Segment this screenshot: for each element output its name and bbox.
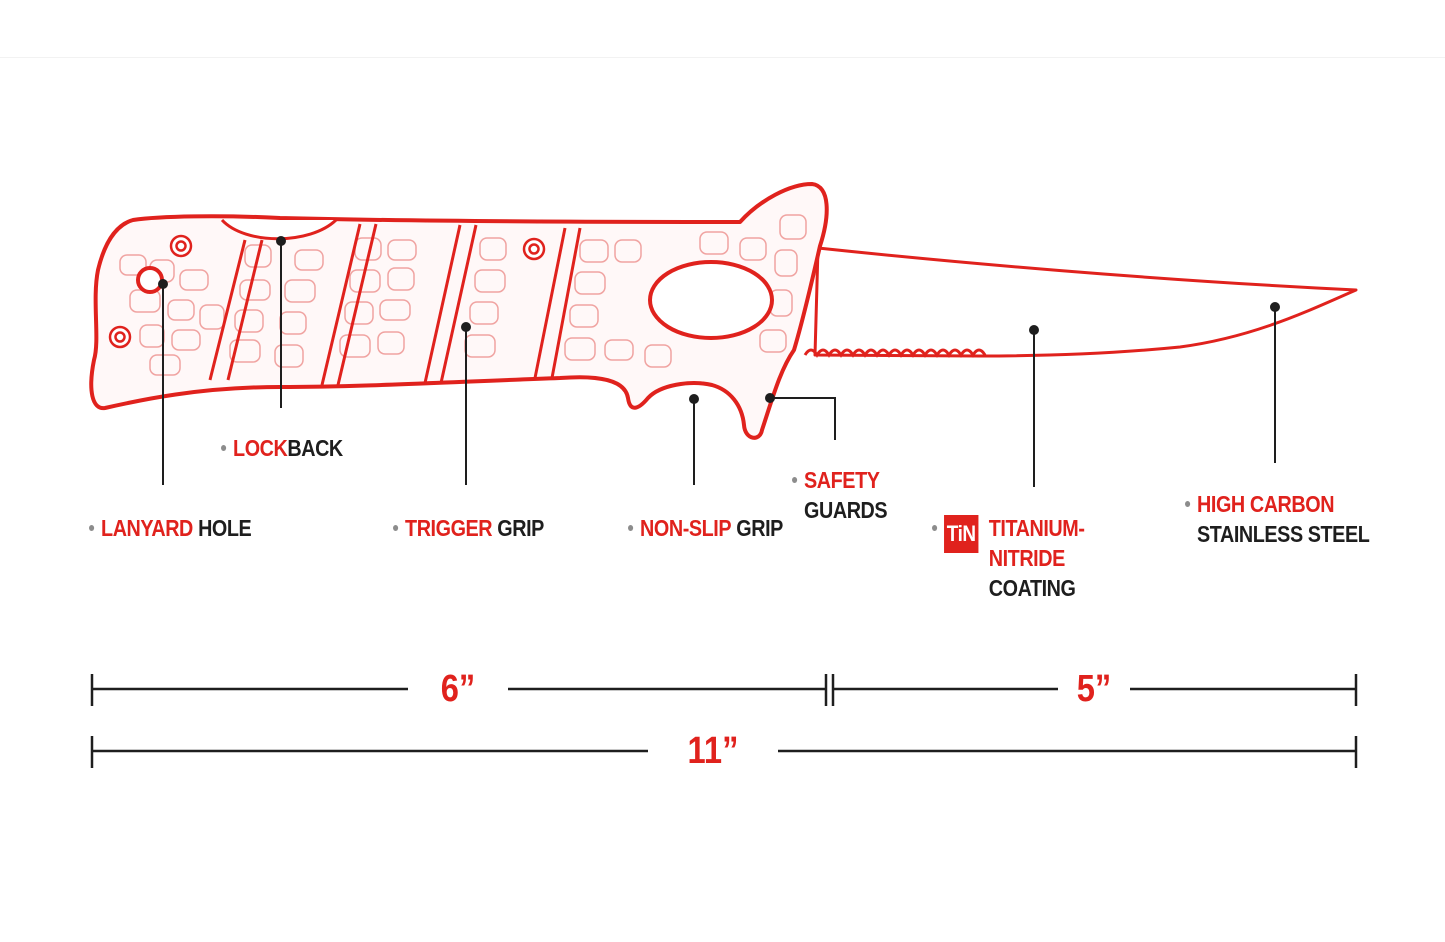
top-divider: [0, 57, 1445, 58]
leader-lines: [158, 236, 1280, 487]
callout-tin-coating: TiN TITANIUM- NITRIDE COATING: [932, 513, 1085, 603]
callout-red-text: SAFETY: [804, 467, 880, 493]
screw-icons: [108, 234, 546, 349]
callout-lockback: LOCK BACK: [221, 433, 343, 463]
bullet-icon: [792, 477, 798, 483]
callout-red-text: LOCK: [233, 435, 288, 461]
tin-badge-icon: TiN: [944, 515, 979, 553]
callout-lanyard-hole: LANYARD HOLE: [89, 513, 252, 543]
lanyard-hole: [136, 266, 164, 294]
callout-red-text: HIGH CARBON: [1197, 491, 1335, 517]
callout-red-text: TITANIUM-: [988, 515, 1085, 541]
finger-hole: [648, 260, 774, 340]
bullet-icon: [932, 525, 938, 531]
callout-black-text: BACK: [287, 435, 343, 461]
serrations: [803, 348, 987, 358]
dimension-handle-length: 6”: [440, 668, 476, 710]
callout-black-text: GUARDS: [804, 497, 888, 523]
bullet-icon: [221, 445, 227, 451]
callout-red-text-2: NITRIDE: [988, 545, 1066, 571]
dimension-overall-length: 11”: [687, 730, 739, 772]
callout-safety-guards: SAFETY GUARDS: [792, 465, 888, 525]
bullet-icon: [628, 525, 634, 531]
bullet-icon: [393, 525, 399, 531]
bullet-icon: [1185, 501, 1191, 507]
handle: [89, 182, 829, 440]
blade: [813, 246, 1358, 358]
callout-red-text: LANYARD: [101, 515, 193, 541]
callout-high-carbon-steel: HIGH CARBON STAINLESS STEEL: [1185, 489, 1370, 549]
callout-non-slip-grip: NON-SLIP GRIP: [628, 513, 783, 543]
callout-red-text: NON-SLIP: [640, 515, 732, 541]
callout-red-text: TRIGGER: [405, 515, 493, 541]
grip-bands: [208, 223, 582, 386]
callout-black-text: HOLE: [198, 515, 252, 541]
dimension-lines: [90, 674, 1358, 768]
callout-trigger-grip: TRIGGER GRIP: [393, 513, 544, 543]
callout-black-text: STAINLESS STEEL: [1197, 521, 1370, 547]
dimension-blade-length: 5”: [1076, 668, 1112, 710]
callout-black-text: GRIP: [736, 515, 783, 541]
bullet-icon: [89, 525, 95, 531]
callout-black-text: GRIP: [497, 515, 544, 541]
callout-black-text: COATING: [988, 575, 1076, 601]
